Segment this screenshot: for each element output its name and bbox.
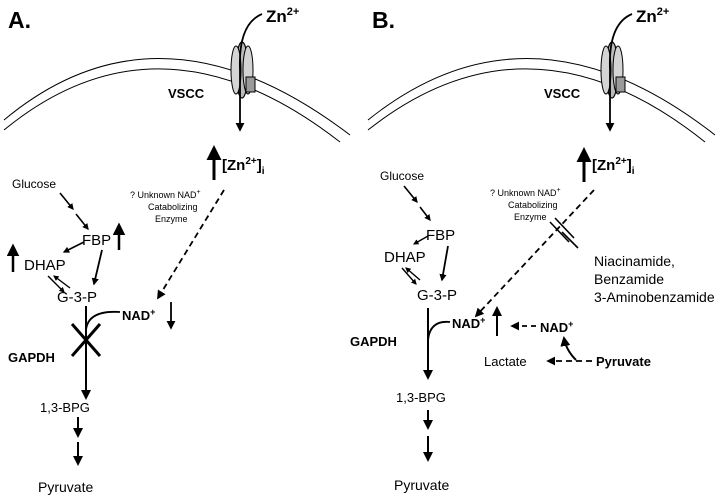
unknown-enzyme-line2: Catabolizing [148,202,198,212]
dhap-to-g3p-arrow [401,267,417,285]
panel-b: B. VSCC Zn2+ [Zn2+]i ? Unknown NAD+ Cata… [350,6,716,493]
inhibitor-line [561,231,579,249]
glucose-label: Glucose [380,169,424,183]
membrane-outer [367,58,716,136]
g3p-to-dhap-arrow [405,267,421,281]
panel-a: A. VSCC Zn2+ [Zn2+]i ? Unknown NAD+ Cata… [3,6,351,495]
fbp-to-dhap-arrow [62,241,85,253]
bpg-label: 1,3-BPG [396,390,446,405]
g3p-label: G-3-P [417,287,457,304]
unknown-enzyme-line3: Enzyme [514,212,547,222]
nad-regeneration-curve [560,336,577,361]
inhibition-bar-icon [549,217,575,243]
pyruvate-label: Pyruvate [394,477,449,493]
glucose-arrow-2 [75,213,89,230]
panel-b-letter: B. [372,7,395,33]
unknown-enzyme-line2: Catabolizing [508,200,558,210]
vscc-channel-icon [230,41,256,99]
fbp-to-dhap-arrow [413,235,429,245]
zn-influx-arrow [235,13,263,132]
pyruvate-label: Pyruvate [38,479,93,495]
nad-label: NAD+ [122,307,155,323]
zn-influx-arrow [605,13,633,132]
inhibitor-benzamide-label: Benzamide [594,271,664,287]
vscc-label: VSCC [544,86,581,101]
fbp-to-g3p-arrow [91,249,103,286]
inhibitor-aminobenzamide-label: 3-Aminobenzamide [594,289,715,305]
fbp-label: FBP [82,232,111,249]
unknown-enzyme-line1: ? Unknown NAD+ [490,187,561,198]
nad-label: NAD+ [452,315,485,331]
zn-intracellular-label: [Zn2+]i [592,156,635,177]
vscc-channel-icon [600,41,626,99]
glucose-arrow-1 [59,192,74,210]
dhap-label: DHAP [24,257,66,274]
unknown-enzyme-line3: Enzyme [155,214,188,224]
glucose-arrow-1 [403,185,418,203]
nad-input-curve [427,320,451,341]
bpg-label: 1,3-BPG [40,400,90,415]
nad-catabolism-dashed-arrow [474,189,595,318]
fbp-label: FBP [426,227,455,244]
gapdh-label: GAPDH [350,334,397,349]
zn-intracellular-label: [Zn2+]i [222,156,265,177]
unknown-enzyme-line1: ? Unknown NAD+ [130,189,201,200]
glucose-label: Glucose [12,177,56,191]
pyruvate-input-label: Pyruvate [596,354,651,369]
nad-catabolism-dashed-arrow [157,189,225,300]
gapdh-label: GAPDH [8,350,55,365]
inhibitor-niacinamide-label: Niacinamide, [594,253,675,269]
dhap-label: DHAP [384,249,426,266]
vscc-label: VSCC [168,86,205,101]
membrane-outer [3,58,351,136]
g3p-label: G-3-P [57,289,97,306]
lactate-label: Lactate [484,354,527,369]
nad-recycled-label: NAD+ [540,319,573,335]
gapdh-inhibition-x-icon [70,323,102,357]
panel-a-letter: A. [8,7,31,33]
glucose-arrow-2 [419,206,431,222]
dhap-to-g3p-arrow [47,275,65,293]
zn-ion-label: Zn2+ [636,6,669,26]
zn-ion-label: Zn2+ [266,6,299,26]
nad-input-curve [85,310,121,331]
g3p-to-dhap-arrow [53,275,71,289]
fbp-to-g3p-arrow [439,245,449,282]
membrane-inner [367,68,706,143]
membrane-inner [3,68,341,143]
